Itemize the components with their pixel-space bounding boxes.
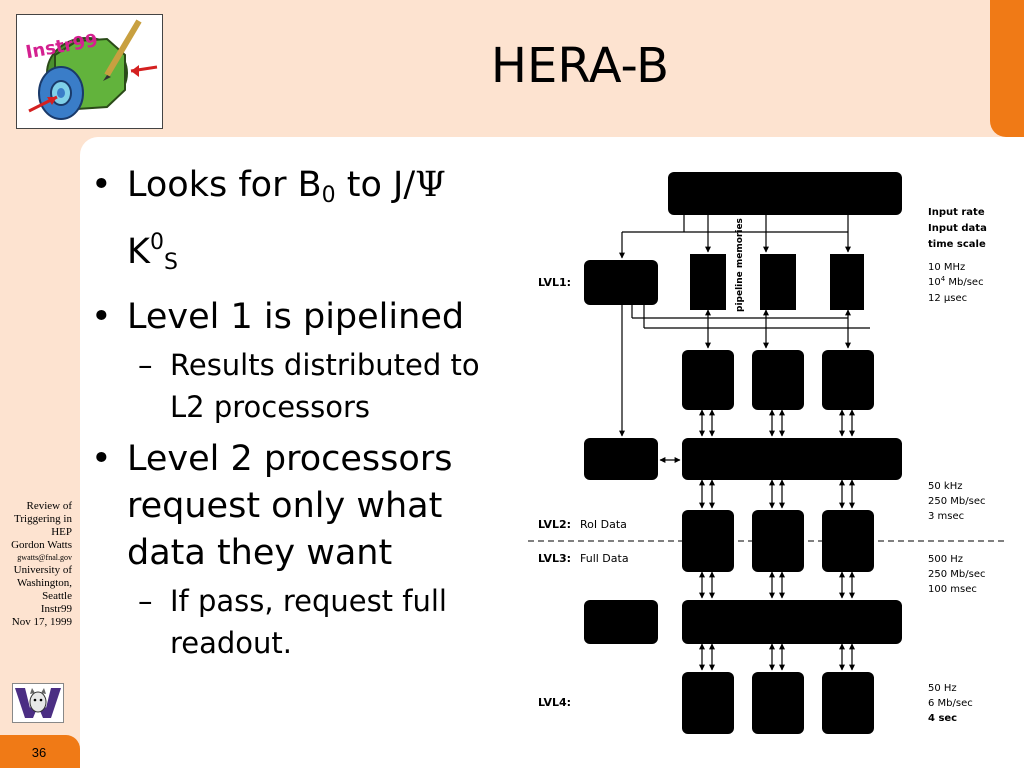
legend-input-data: Input data xyxy=(928,223,987,234)
detector-drawing-icon: Instr99 xyxy=(24,19,158,120)
l4-processor xyxy=(752,672,804,734)
footer-line: Review of xyxy=(26,500,72,512)
instr99-logo: Instr99 xyxy=(16,14,163,129)
husky-w-icon xyxy=(15,688,61,718)
l2-processor xyxy=(682,350,734,410)
pipeline-memory xyxy=(760,254,796,310)
header-band xyxy=(0,0,1024,137)
sub-bullet-item: – Results distributed to L2 processors xyxy=(138,348,480,424)
legend-time-scale: time scale xyxy=(928,239,986,250)
l2-switch xyxy=(682,438,902,480)
lvl4-label: LVL4: xyxy=(538,696,571,709)
lvl2-time: 3 msec xyxy=(928,511,964,522)
pipeline-memories-label: pipeline memories xyxy=(735,218,745,312)
page-number: 36 xyxy=(31,745,47,760)
bullet-item: • Level 1 is pipelined xyxy=(91,297,465,337)
l4-processor xyxy=(682,672,734,734)
lvl3-detail: Full Data xyxy=(580,552,629,565)
lvl1-processor xyxy=(584,260,658,305)
lvl3-label: LVL3: xyxy=(538,552,571,565)
university-logo xyxy=(12,683,64,723)
pipeline-memory xyxy=(690,254,726,310)
lvl4-rate: 50 Hz xyxy=(928,683,957,694)
l2-processor xyxy=(752,350,804,410)
lvl3-time: 100 msec xyxy=(928,584,977,595)
lvl3-data-rate: 250 Mb/sec xyxy=(928,569,985,580)
bullet-item: • Level 2 processors request only what d… xyxy=(91,439,453,573)
trigger-architecture-svg: pipeline memories LVL1: xyxy=(528,172,1004,734)
l2-processor xyxy=(822,350,874,410)
lvl1-label: LVL1: xyxy=(538,276,571,289)
page-number-tab xyxy=(0,735,80,768)
pipeline-memory xyxy=(830,254,864,310)
lvl2-label: LVL2: xyxy=(538,518,571,531)
footer-line: Washington, xyxy=(16,577,72,589)
lvl1-time: 12 μsec xyxy=(928,293,967,304)
lvl2-rate: 50 kHz xyxy=(928,481,962,492)
sub-bullet-item: – If pass, request full readout. xyxy=(138,584,447,660)
orange-corner-tab xyxy=(990,0,1024,137)
lvl1-data-rate: 104 Mb/sec xyxy=(928,275,984,288)
l2-controller xyxy=(584,438,658,480)
lvl2-data-rate: 250 Mb/sec xyxy=(928,496,985,507)
l3-controller xyxy=(584,600,658,644)
footer-line: Instr99 xyxy=(40,603,72,615)
lvl4-data-rate: 6 Mb/sec xyxy=(928,698,973,709)
footer-line: HEP xyxy=(51,526,72,538)
footer: Review of Triggering in HEP Gordon Watts… xyxy=(0,500,72,629)
footer-line: Triggering in xyxy=(14,513,72,525)
footer-email: gwatts@fnal.gov xyxy=(17,553,72,562)
slide-title: HERA-B xyxy=(490,38,670,94)
trigger-diagram: pipeline memories LVL1: xyxy=(524,160,1014,745)
lvl2-detail: RoI Data xyxy=(580,518,627,531)
footer-author: Gordon Watts xyxy=(11,539,72,551)
footer-line: Seattle xyxy=(42,590,72,602)
legend-input-rate: Input rate xyxy=(928,207,985,218)
lvl4-time: 4 sec xyxy=(928,713,957,724)
l4-processor xyxy=(822,672,874,734)
footer-date: Nov 17, 1999 xyxy=(11,616,72,628)
lvl1-rate: 10 MHz xyxy=(928,262,965,273)
lvl3-rate: 500 Hz xyxy=(928,554,963,565)
detector-bar xyxy=(668,172,902,215)
l3-switch xyxy=(682,600,902,644)
footer-line: University of xyxy=(13,564,72,576)
